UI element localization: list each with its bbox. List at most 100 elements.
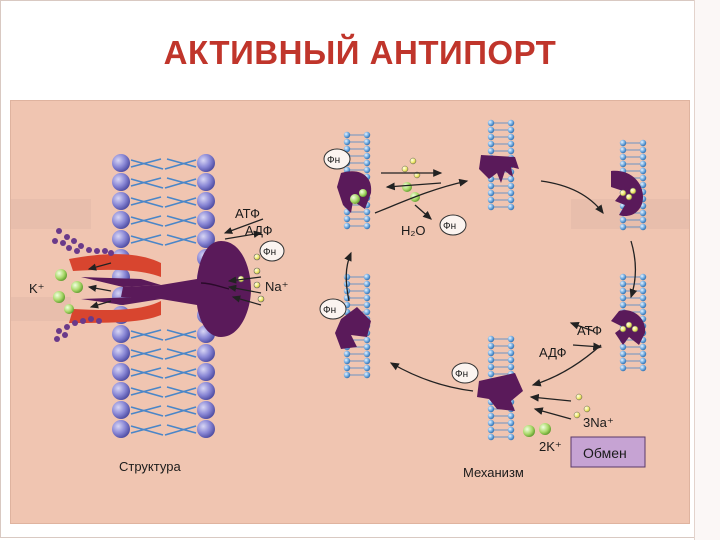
lipid-head-small [507,203,515,211]
lipid-head-small [363,273,371,281]
lipid-head-small [363,215,371,223]
lipid-head [112,211,130,229]
lipid-tail [164,197,197,208]
antiport-figure: АТФ АДФ Фн K⁺ Na⁺ Структура [10,100,690,524]
lipid-head-small [363,145,371,153]
lipid-tail [164,216,197,227]
lipid-head-small [487,140,495,148]
lipid-head-small [639,174,647,182]
adp-label-structure: АДФ [245,223,273,238]
lipid-head-small [487,363,495,371]
lipid-head-small [639,350,647,358]
lipid-head-small [487,196,495,204]
lipid-head-small [507,119,515,127]
lipid-tail [164,235,197,246]
lipid-head-small [487,335,495,343]
lipid-tail [164,368,197,379]
lipid-tail [130,425,164,436]
lipid-head-small [507,140,515,148]
lipid-head [197,382,215,400]
sodium-label-structure: Na⁺ [265,279,288,294]
lipid-tail [164,349,197,360]
adp-label-mechanism: АДФ [539,345,567,360]
lipid-head-small [363,343,371,351]
lipid-head-small [639,280,647,288]
lipid-head-small [363,287,371,295]
lipid-head-small [639,209,647,217]
lipid-tail [164,159,197,170]
lipid-head [112,173,130,191]
structure-membrane [112,154,215,438]
lipid-head-small [619,223,627,231]
phosphate-label-mid: Фн [443,221,456,232]
lipid-tail [166,196,197,206]
phosphate-label-structure: Фн [263,247,276,258]
lipid-head-small [343,350,351,358]
lipid-tail [166,177,197,187]
mechanism-ions [350,157,639,437]
lipid-head [197,211,215,229]
lipid-head-small [639,160,647,168]
lipid-head-small [363,159,371,167]
lipid-head-small [487,182,495,190]
lipid-head-small [487,370,495,378]
lipid-head [197,230,215,248]
lipid-head-small [619,301,627,309]
lipid-tail [130,387,164,398]
lipid-head-small [639,294,647,302]
lipid-head [197,401,215,419]
lipid-head-small [507,433,515,441]
lipid-head-small [507,349,515,357]
lipid-head-small [619,357,627,365]
lipid-head [112,420,130,438]
lipid-head-small [507,189,515,197]
lipid-tail [130,329,162,339]
lipid-head-small [487,189,495,197]
lipid-head-small [619,273,627,281]
lipid-head-small [619,350,627,358]
lipid-head-small [343,357,351,365]
slide-right-rail [694,0,720,540]
lipid-tail [166,215,197,225]
lipid-head-small [487,433,495,441]
lipid-tail [130,424,162,434]
lipid-head-small [507,342,515,350]
lipid-head-small [363,308,371,316]
lipid-head-small [487,426,495,434]
lipid-head-small [363,138,371,146]
lipid-head-small [507,126,515,134]
lipid-tail [130,235,164,246]
lipid-head-small [363,336,371,344]
lipid-tail [130,177,162,187]
lipid-head-small [639,167,647,175]
lipid-tail [166,158,197,168]
ion-chain-lower [54,316,102,342]
lipid-tail [130,330,164,341]
structure-arrows [87,218,264,309]
lipid-head-small [507,175,515,183]
antiport-diagram: АТФ АДФ Фн K⁺ Na⁺ Структура [11,119,689,480]
lipid-head [112,344,130,362]
lipid-head [112,192,130,210]
lipid-head-small [343,273,351,281]
lipid-head-small [363,301,371,309]
lipid-tail [130,386,162,396]
lipid-head-small [487,119,495,127]
lipid-head-small [507,426,515,434]
lipid-tail [164,387,197,398]
lipid-tail [166,386,197,396]
atp-label-structure: АТФ [235,206,260,221]
lipid-head-small [619,153,627,161]
lipid-head-small [639,308,647,316]
lipid-head [197,154,215,172]
lipid-tail [164,330,197,341]
lipid-head-small [363,222,371,230]
lipid-tail [130,215,162,225]
lipid-head-small [619,146,627,154]
lipid-head-small [487,349,495,357]
lipid-tail [130,405,162,415]
lipid-head-small [363,131,371,139]
lipid-head [197,192,215,210]
phosphate-label-left: Фн [323,305,336,316]
lipid-head [112,154,130,172]
